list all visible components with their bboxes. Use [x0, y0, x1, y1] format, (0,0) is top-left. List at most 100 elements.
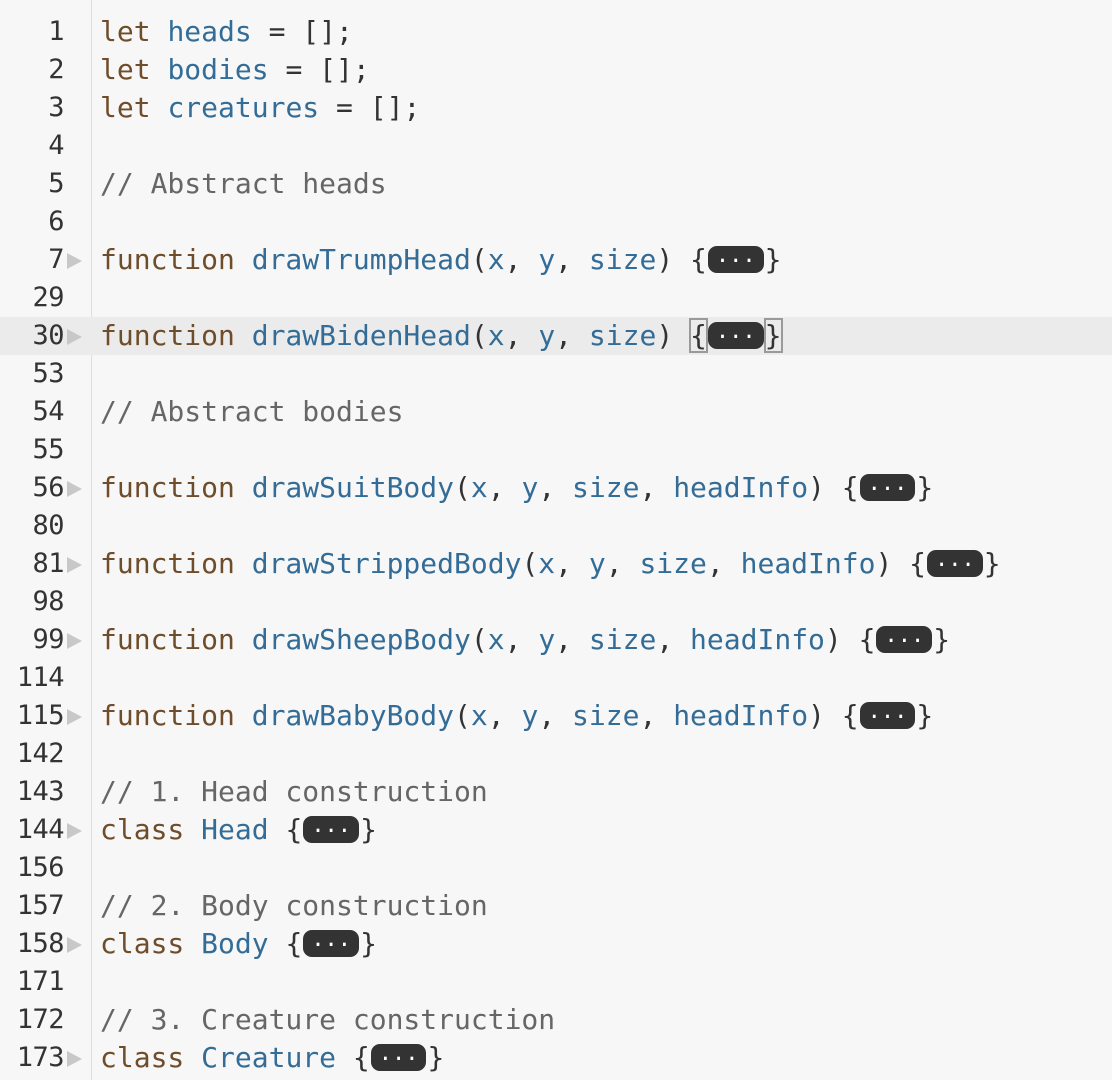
code-line[interactable]: 114	[0, 659, 1112, 697]
code-line[interactable]: 171	[0, 963, 1112, 1001]
code-text[interactable]: function drawStrippedBody(x, y, size, he…	[100, 545, 1001, 583]
code-line[interactable]: 98	[0, 583, 1112, 621]
fold-arrow-icon[interactable]	[67, 557, 82, 573]
fold-arrow-icon[interactable]	[67, 1051, 82, 1067]
code-line[interactable]: 54// Abstract bodies	[0, 393, 1112, 431]
fold-arrow-icon[interactable]	[67, 481, 82, 497]
punctuation-token	[235, 623, 252, 656]
fold-placeholder-button[interactable]: ...	[859, 700, 916, 729]
keyword-token: function	[100, 319, 235, 352]
code-text[interactable]: // 3. Creature construction	[100, 1001, 555, 1039]
fold-arrow-icon[interactable]	[67, 253, 82, 269]
code-line[interactable]: 1 let heads = [];	[0, 13, 1112, 51]
code-line[interactable]: 6	[0, 203, 1112, 241]
code-text[interactable]: let creatures = [];	[100, 89, 420, 127]
fold-placeholder-button[interactable]: ...	[370, 1042, 427, 1071]
identifier-token: x	[487, 319, 505, 352]
code-text[interactable]: // Abstract bodies	[100, 393, 403, 431]
fold-arrow-icon[interactable]	[67, 937, 82, 953]
code-text[interactable]: function drawBabyBody(x, y, size, headIn…	[100, 697, 933, 735]
code-text[interactable]: function drawSuitBody(x, y, size, headIn…	[100, 469, 933, 507]
punctuation-token	[235, 319, 252, 352]
fold-placeholder-button[interactable]: ...	[303, 928, 360, 957]
punctuation-token: {	[336, 1041, 370, 1074]
code-text[interactable]: class Body {...}	[100, 925, 377, 963]
punctuation-token: ,	[639, 699, 674, 732]
identifier-token: drawSheepBody	[251, 623, 471, 656]
identifier-token: Head	[201, 813, 269, 846]
code-line[interactable]: 55	[0, 431, 1112, 469]
code-line[interactable]: 157// 2. Body construction	[0, 887, 1112, 925]
code-line[interactable]: 173 class Creature {...}	[0, 1039, 1112, 1077]
fold-arrow-icon[interactable]	[67, 633, 82, 649]
code-text[interactable]: function drawTrumpHead(x, y, size) {...}	[100, 241, 782, 279]
identifier-token: drawTrumpHead	[251, 243, 471, 276]
line-number: 173	[16, 1042, 65, 1073]
identifier-token: drawBidenHead	[251, 319, 471, 352]
code-line[interactable]: 29	[0, 279, 1112, 317]
comment-token: // 3. Creature construction	[100, 1003, 556, 1036]
fold-placeholder-button[interactable]: ...	[707, 320, 764, 349]
code-line[interactable]: 142	[0, 735, 1112, 773]
identifier-token: x	[487, 623, 505, 656]
identifier-token: y	[521, 471, 539, 504]
line-number: 53	[32, 358, 64, 389]
code-line[interactable]: 2 let bodies = [];	[0, 51, 1112, 89]
fold-placeholder-button[interactable]: ...	[707, 244, 764, 273]
gutter-divider	[91, 0, 92, 1080]
line-number: 80	[32, 510, 64, 541]
fold-placeholder-button[interactable]: ...	[303, 814, 360, 843]
identifier-token: y	[538, 243, 556, 276]
punctuation-token: }	[916, 471, 934, 504]
code-text[interactable]: let heads = [];	[100, 13, 353, 51]
code-text[interactable]: // 1. Head construction	[100, 773, 488, 811]
code-line[interactable]: 5// Abstract heads	[0, 165, 1112, 203]
fold-placeholder-button[interactable]: ...	[927, 548, 983, 577]
code-text[interactable]: // 2. Body construction	[100, 887, 488, 925]
code-text[interactable]: let bodies = [];	[100, 51, 370, 89]
fold-arrow-icon[interactable]	[67, 823, 82, 839]
fold-arrow-icon[interactable]	[67, 709, 82, 725]
code-line[interactable]: 80	[0, 507, 1112, 545]
identifier-token: y	[538, 623, 556, 656]
fold-placeholder-button[interactable]: ...	[859, 472, 916, 501]
code-line[interactable]: 53	[0, 355, 1112, 393]
matched-brace: {	[689, 318, 708, 353]
keyword-token: function	[100, 623, 235, 656]
code-text[interactable]: function drawBidenHead(x, y, size) {...}	[100, 317, 783, 355]
punctuation-token: ) {	[808, 471, 859, 504]
line-number: 143	[16, 776, 65, 807]
code-text[interactable]: // Abstract heads	[100, 165, 387, 203]
punctuation-token: ,	[555, 623, 589, 656]
punctuation-token: ) {	[824, 623, 876, 656]
line-number: 2	[48, 54, 64, 85]
punctuation-token: }	[983, 547, 1001, 580]
punctuation-token	[235, 471, 252, 504]
keyword-token: let	[100, 53, 151, 86]
code-text[interactable]: class Creature {...}	[100, 1039, 444, 1077]
keyword-token: class	[100, 1041, 185, 1074]
line-number: 1	[48, 16, 64, 47]
code-line[interactable]: 143 // 1. Head construction	[0, 773, 1112, 811]
identifier-token: drawSuitBody	[251, 471, 455, 504]
code-line[interactable]: 4	[0, 127, 1112, 165]
comment-token: // Abstract heads	[100, 167, 387, 200]
code-line[interactable]: 172// 3. Creature construction	[0, 1001, 1112, 1039]
code-text[interactable]: class Head {...}	[100, 811, 377, 849]
fold-arrow-icon[interactable]	[67, 329, 82, 345]
identifier-token: size	[639, 547, 707, 580]
fold-placeholder-button[interactable]: ...	[876, 624, 933, 653]
code-line[interactable]: 156	[0, 849, 1112, 887]
punctuation-token	[184, 1041, 201, 1074]
code-text[interactable]: function drawSheepBody(x, y, size, headI…	[100, 621, 950, 659]
